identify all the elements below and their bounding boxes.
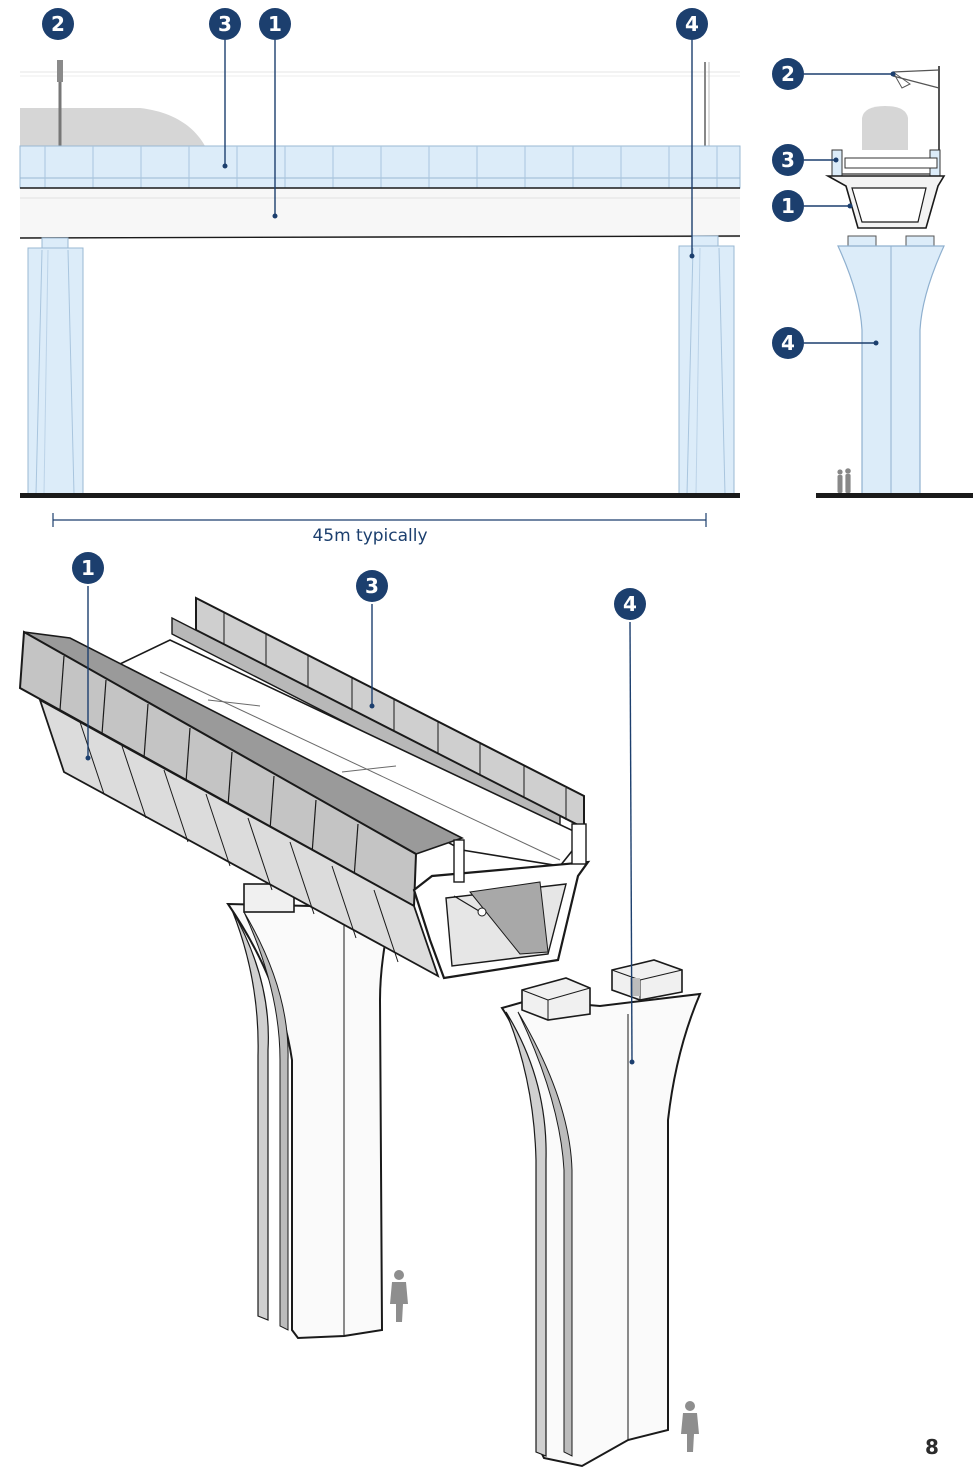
- svg-text:2: 2: [51, 12, 65, 36]
- train-silhouette: [20, 108, 205, 146]
- svg-text:1: 1: [81, 556, 95, 580]
- svg-text:3: 3: [218, 12, 232, 36]
- svg-text:4: 4: [623, 592, 637, 616]
- callout-3-section: 3: [772, 144, 804, 176]
- elevation-barrier: [19, 145, 741, 189]
- callout-3-iso: 3: [356, 570, 388, 602]
- iso-deck: [18, 596, 591, 980]
- svg-text:3: 3: [365, 574, 379, 598]
- elevation-pier-right: [678, 245, 735, 495]
- callout-1-elevation: 1: [259, 8, 291, 40]
- person-silhouette-icon: [681, 1401, 699, 1452]
- callout-3-elevation: 3: [209, 8, 241, 40]
- person-silhouette-icon: [837, 468, 851, 493]
- callout-4-elevation: 4: [676, 8, 708, 40]
- svg-text:2: 2: [781, 62, 795, 86]
- page-number: 8: [925, 1435, 939, 1459]
- span-label: 45m typically: [312, 526, 427, 546]
- callout-4-iso: 4: [614, 588, 646, 620]
- elevation-ground: [20, 493, 740, 498]
- callout-1-iso: 1: [72, 552, 104, 584]
- cross-section-view: 2 3 1 4: [772, 58, 973, 498]
- callout-4-section: 4: [772, 327, 804, 359]
- elevation-view: 45m typically 2 3 1 4: [19, 8, 741, 546]
- svg-text:3: 3: [781, 148, 795, 172]
- svg-text:4: 4: [781, 331, 795, 355]
- isometric-view: 1 3 4: [18, 552, 702, 1468]
- callout-2-section: 2: [772, 58, 804, 90]
- iso-pier-left: [226, 883, 394, 1340]
- callout-2-elevation: 2: [42, 8, 74, 40]
- svg-text:4: 4: [685, 12, 699, 36]
- iso-pier-right: [500, 959, 702, 1468]
- elevation-deck: [20, 188, 740, 238]
- svg-text:1: 1: [781, 194, 795, 218]
- svg-text:1: 1: [268, 12, 282, 36]
- span-dimension: 45m typically: [52, 513, 707, 546]
- elevation-pier-left: [27, 247, 84, 495]
- callout-1-section: 1: [772, 190, 804, 222]
- person-silhouette-icon: [390, 1270, 408, 1322]
